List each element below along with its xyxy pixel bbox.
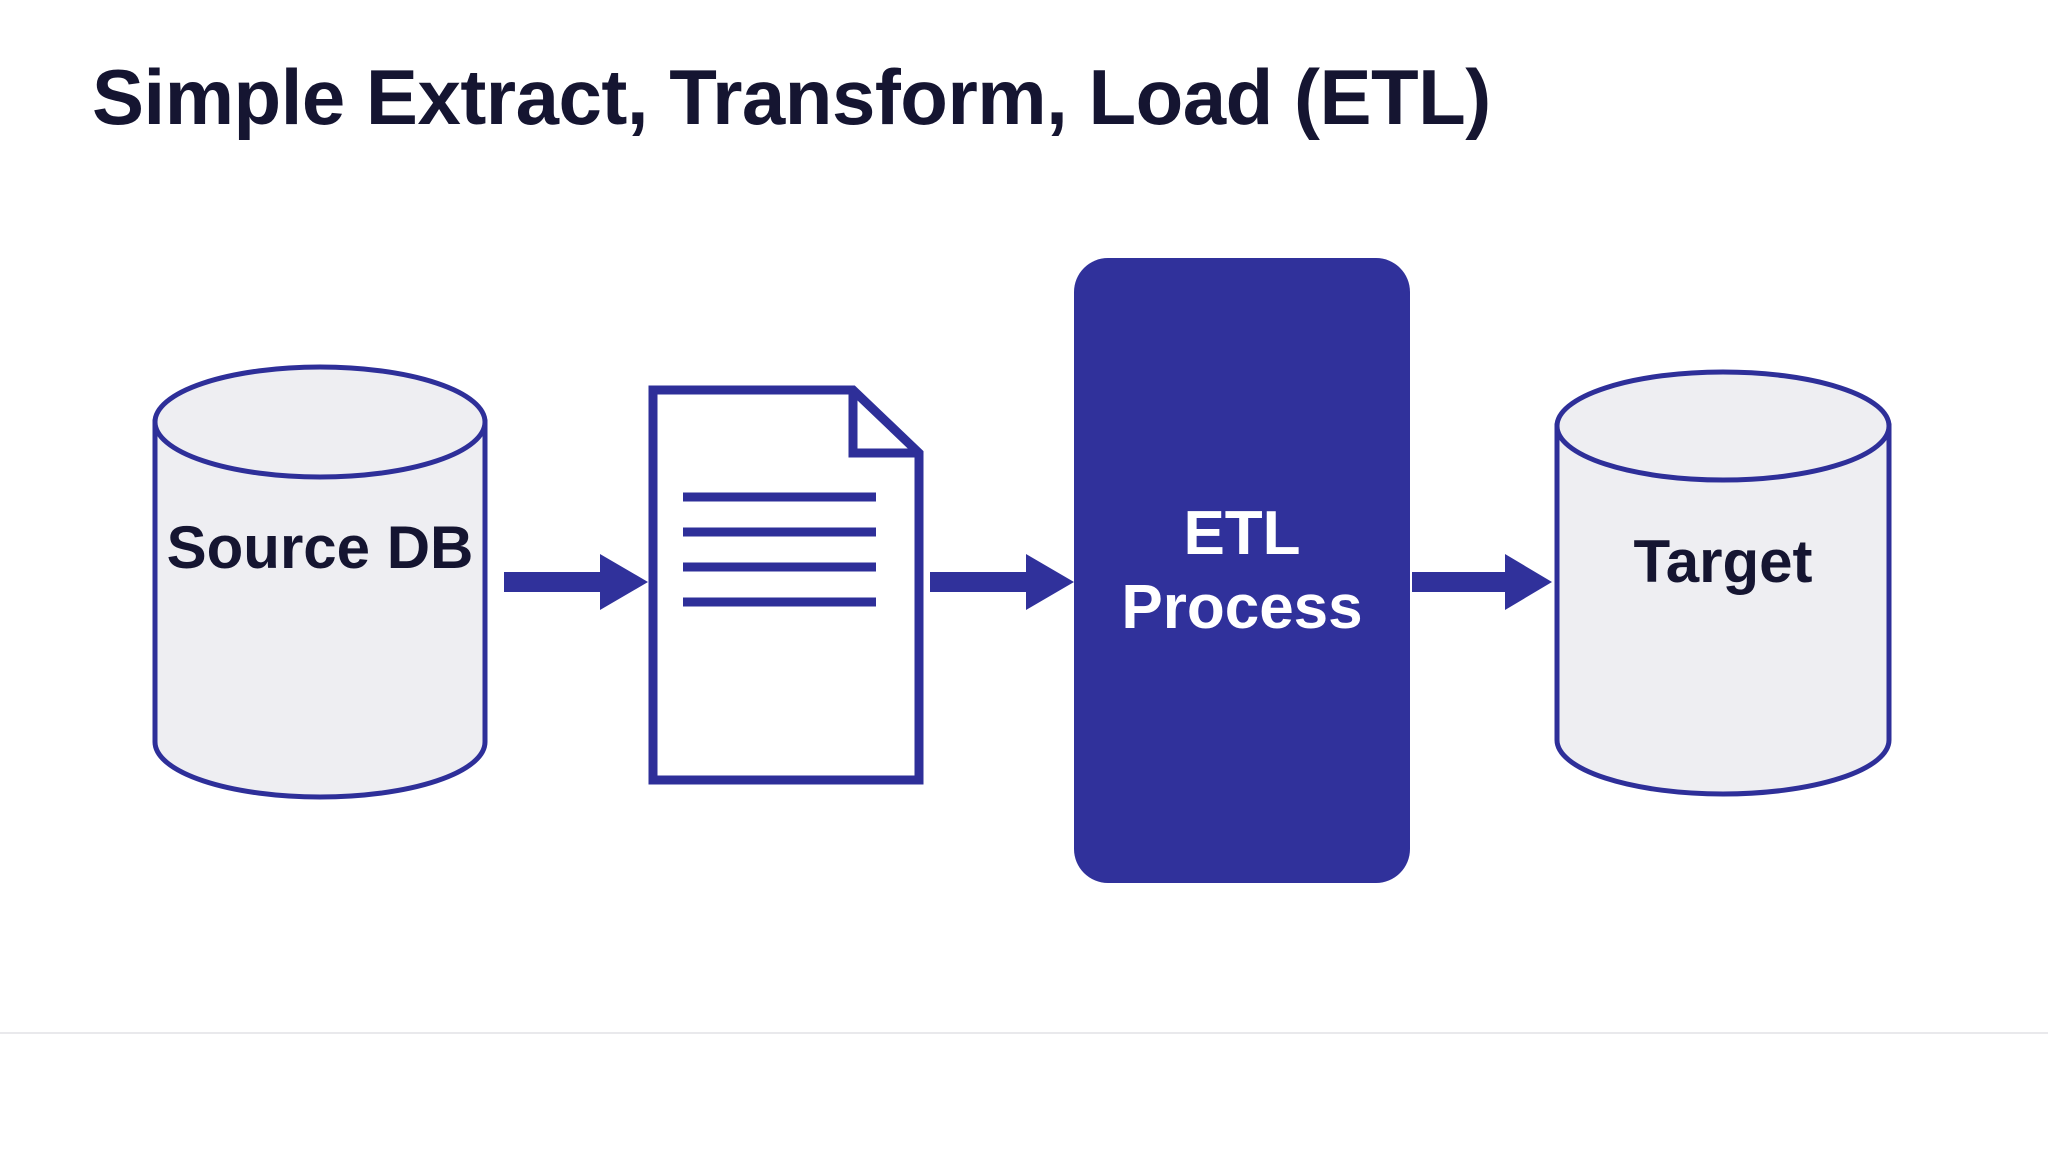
arrow-source-to-document [504,552,648,612]
right-arrow-icon [504,554,648,610]
arrow-document-to-etl [930,552,1074,612]
right-arrow-icon [930,554,1074,610]
footer-divider [0,1032,2048,1034]
etl-process-box[interactable]: ETL Process [1074,258,1410,883]
page-title: Simple Extract, Transform, Load (ETL) [92,53,1491,141]
arrow-etl-to-target [1412,552,1552,612]
source-db-cylinder[interactable]: Source DB [150,362,490,802]
cylinder-shape [1554,369,1892,797]
right-arrow-icon [1412,554,1552,610]
document-text-lines [683,492,876,607]
target-db-cylinder[interactable]: Target [1552,368,1894,798]
etl-process-label: ETL Process [1121,499,1363,642]
document-icon[interactable] [648,385,924,785]
etl-flow-diagram: Source DB [150,258,1894,883]
cylinder-shape [152,364,488,800]
slide-footer: SpringOne Platform byPivotal Unless othe… [0,1034,2048,1152]
page-with-fold-icon [648,385,924,785]
